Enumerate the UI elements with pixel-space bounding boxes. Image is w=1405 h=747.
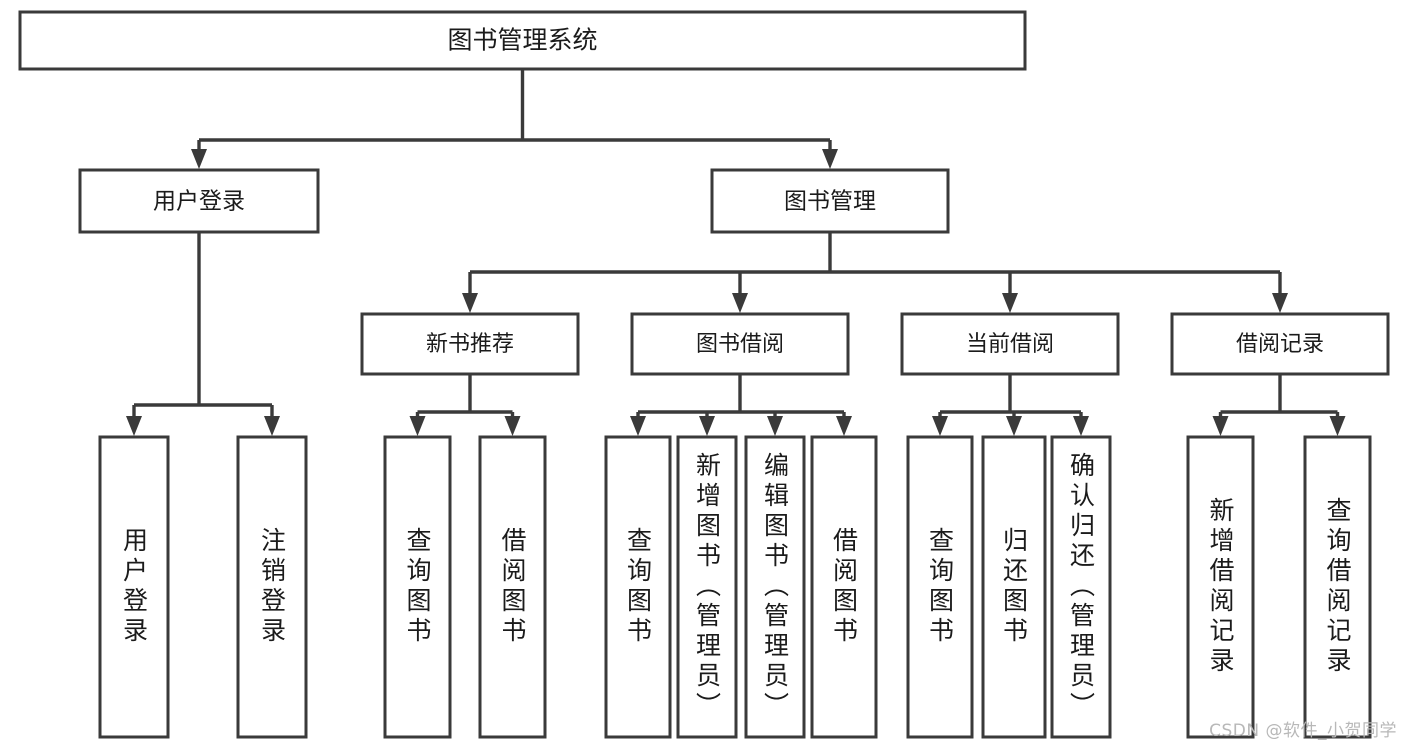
- level1-node-0-rect[interactable]: [78, 168, 320, 234]
- connector-arrowhead: [1073, 416, 1089, 436]
- leaf-node-12[interactable]: [1303, 435, 1372, 739]
- connector-arrowhead: [126, 416, 142, 436]
- connector-arrowhead: [1002, 293, 1018, 313]
- connector-arrowhead: [409, 416, 426, 436]
- leaf-node-6[interactable]: [744, 435, 806, 739]
- connector-arrowhead: [191, 149, 207, 169]
- leaf-node-6-rect[interactable]: [744, 435, 806, 739]
- root-node-system[interactable]: 图书管理系统: [18, 10, 1027, 71]
- leaf-node-0-rect[interactable]: [98, 435, 170, 739]
- connector-arrowhead: [462, 293, 478, 313]
- leaf-node-11-rect[interactable]: [1186, 435, 1255, 739]
- leaf-node-7-rect[interactable]: [810, 435, 878, 739]
- leaf-node-10-rect[interactable]: [1050, 435, 1112, 739]
- leaf-node-2[interactable]: [383, 435, 452, 739]
- level2-node-3-rect[interactable]: [1170, 312, 1390, 376]
- leaf-node-9[interactable]: [981, 435, 1047, 739]
- root-node-system-label: 图书管理系统: [447, 26, 597, 55]
- connector-arrowhead: [732, 293, 748, 313]
- csdn-watermark: CSDN @软件_小贺同学: [1209, 721, 1397, 741]
- leaf-node-7[interactable]: [810, 435, 878, 739]
- level2-node-1[interactable]: 图书借阅: [630, 312, 850, 376]
- level2-node-2-label: 当前借阅: [966, 332, 1054, 357]
- connector-group: [126, 232, 280, 436]
- leaf-node-8[interactable]: [906, 435, 974, 739]
- level2-node-0[interactable]: 新书推荐: [360, 312, 580, 376]
- connector-arrowhead: [699, 416, 715, 436]
- level2-node-1-rect[interactable]: [630, 312, 850, 376]
- connector-arrowhead: [822, 149, 838, 169]
- connector-arrowhead: [504, 416, 521, 436]
- leaf-node-3[interactable]: [478, 435, 547, 739]
- level1-node-1-label: 图书管理: [784, 189, 876, 215]
- connector-arrowhead: [1329, 416, 1346, 436]
- connector-arrowhead: [1272, 293, 1288, 313]
- leaf-node-5[interactable]: [676, 435, 738, 739]
- connector-arrowhead: [1212, 416, 1229, 436]
- connector-arrowhead: [1006, 416, 1022, 436]
- level2-node-1-label: 图书借阅: [696, 332, 784, 357]
- leaf-node-4-rect[interactable]: [604, 435, 672, 739]
- connector-arrowhead: [836, 416, 852, 436]
- connector-group: [932, 374, 1089, 436]
- leaf-node-12-rect[interactable]: [1303, 435, 1372, 739]
- level2-node-2-rect[interactable]: [900, 312, 1120, 376]
- leaf-node-8-rect[interactable]: [906, 435, 974, 739]
- level2-node-3-label: 借阅记录: [1236, 332, 1324, 357]
- level1-node-1-rect[interactable]: [710, 168, 950, 234]
- level1-node-0-label: 用户登录: [153, 189, 245, 215]
- level2-node-3[interactable]: 借阅记录: [1170, 312, 1390, 376]
- level2-node-2[interactable]: 当前借阅: [900, 312, 1120, 376]
- leaf-node-10[interactable]: [1050, 435, 1112, 739]
- leaf-node-4[interactable]: [604, 435, 672, 739]
- level2-node-0-rect[interactable]: [360, 312, 580, 376]
- leaf-node-9-rect[interactable]: [981, 435, 1047, 739]
- connector-group: [409, 374, 521, 436]
- connector-group: [1212, 374, 1346, 436]
- connector-group: [462, 232, 1288, 313]
- root-node-system-rect[interactable]: [18, 10, 1027, 71]
- level1-node-0[interactable]: 用户登录: [78, 168, 320, 234]
- connector-arrowhead: [630, 416, 646, 436]
- leaf-node-2-rect[interactable]: [383, 435, 452, 739]
- connector-arrowhead: [932, 416, 948, 436]
- leaf-node-3-rect[interactable]: [478, 435, 547, 739]
- connector-group: [630, 374, 852, 436]
- level1-node-1[interactable]: 图书管理: [710, 168, 950, 234]
- connector-arrowhead: [264, 416, 280, 436]
- leaf-node-5-rect[interactable]: [676, 435, 738, 739]
- connector-group: [191, 69, 838, 169]
- leaf-node-1[interactable]: [236, 435, 308, 739]
- connector-arrowhead: [767, 416, 783, 436]
- leaf-node-0[interactable]: [98, 435, 170, 739]
- level2-node-0-label: 新书推荐: [426, 332, 514, 357]
- leaf-node-1-rect[interactable]: [236, 435, 308, 739]
- leaf-node-11[interactable]: [1186, 435, 1255, 739]
